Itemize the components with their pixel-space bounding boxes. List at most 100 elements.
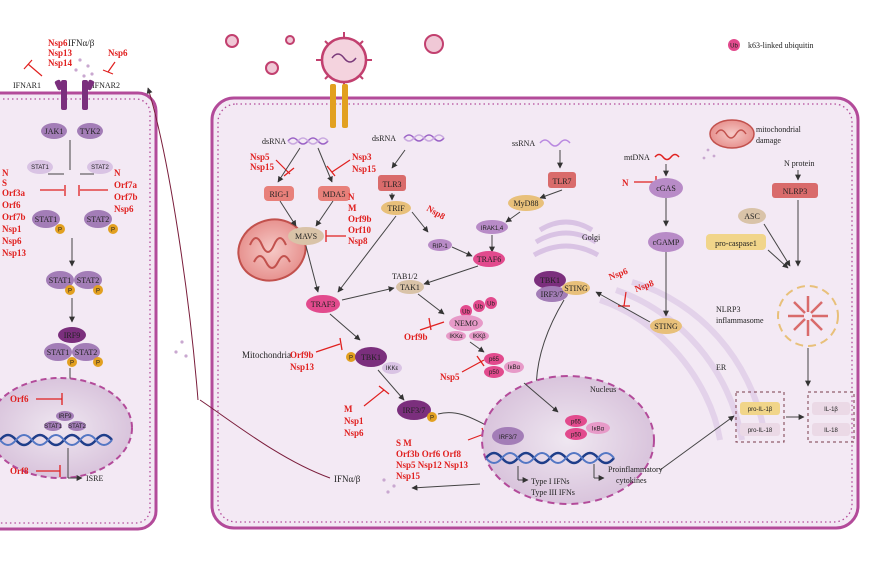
inhib-left-2: S: [2, 178, 7, 188]
nlrp3-module: N protein NLRP3 ASC pro-caspase1 NLRP3 i…: [706, 159, 839, 387]
inhib-irf-2: Nsp1: [344, 416, 364, 426]
p-c2: P: [96, 289, 100, 295]
sting-golgi: STING: [564, 284, 588, 293]
rip1-label: RIP-1: [432, 244, 448, 250]
n-protein-label: N protein: [784, 159, 814, 168]
inflammasome-1: NLRP3: [716, 305, 740, 314]
inhib-top-1: Nsp6: [48, 38, 68, 48]
ub-2: Ub: [475, 305, 483, 311]
inhib-rig-2: Nsp15: [250, 162, 275, 172]
myd88-label: MyD88: [514, 199, 539, 208]
p50-nuc: p50: [571, 433, 582, 439]
nsp5-p65: Nsp5: [440, 372, 460, 382]
inhib-left-1: N: [2, 168, 9, 178]
tlr3-label: TLR3: [382, 180, 401, 189]
ub-legend-glyph: Ub: [730, 44, 738, 50]
ikke-label: IKKε: [386, 366, 399, 372]
inhib-left-7: Nsp6: [2, 236, 22, 246]
il-cytokines: pro-IL-1β pro-IL-18 IL-1β IL-18: [659, 391, 855, 471]
n-cgas: N: [622, 178, 629, 188]
stat1-c: STAT1: [49, 276, 71, 285]
ifnar-receptor-icon: [54, 79, 95, 110]
p-c1: P: [68, 289, 72, 295]
p65-label: p65: [489, 357, 500, 363]
er-label: ER: [716, 363, 727, 372]
proinflam-1: Proinflammatory: [608, 465, 663, 474]
inhib-mda5-1: Nsp3: [352, 152, 372, 162]
right-cell: [210, 96, 860, 530]
tbk1-module: Orf9b Nsp13 P TBK1 IKKε M Nsp1 Nsp6 IRF3…: [174, 313, 497, 494]
legend-label: k63-linked ubiquitin: [748, 41, 814, 50]
inhib-ifnar2: Nsp6: [108, 48, 128, 58]
orf9b-nemo: Orf9b: [404, 332, 428, 342]
ifn-out-label: IFNα/β: [334, 474, 361, 484]
p-d1: P: [70, 361, 74, 367]
stat2-n: STAT2: [68, 424, 86, 430]
rig-i-label: RIG-I: [269, 190, 288, 199]
ikba-label: IκBα: [508, 365, 521, 371]
inhib-left-3: Orf3a: [2, 188, 25, 198]
ub-1: Ub: [462, 310, 470, 316]
nucleus-label: Nucleus: [590, 385, 616, 394]
mitochondria-label: Mitochondria: [242, 350, 291, 360]
inhib-right-1: N: [114, 168, 121, 178]
irf37-golgi: IRF3/7: [541, 290, 564, 299]
p-tbk1: P: [349, 356, 353, 362]
inhib-mavs-2: M: [348, 203, 357, 213]
ikkb-label: IKKβ: [472, 334, 486, 340]
p50-label: p50: [489, 370, 500, 376]
traf6-label: TRAF6: [477, 255, 501, 264]
il18: IL-18: [824, 428, 838, 434]
right-nucleus: Nucleus IRF3/7 p65 p50 IκBα Type I IFNs …: [411, 375, 663, 505]
mito-damage-2: damage: [756, 136, 781, 145]
ifnar2-label: IFNAR2: [92, 81, 120, 90]
inhib-left-4: Orf6: [2, 200, 21, 210]
stat1-b: STAT1: [35, 215, 57, 224]
stat1-n: STAT1: [44, 424, 62, 430]
trif-label: TRIF: [387, 204, 405, 213]
inhib-top-3: Nsp14: [48, 58, 73, 68]
nlrp3-label: NLRP3: [783, 187, 807, 196]
entry-receptor: [330, 84, 348, 128]
inflammasome-2: inflammasome: [716, 316, 764, 325]
mitochondrion: MAVS N M Orf9b Orf10 Nsp8 Mitochondria: [237, 192, 397, 360]
type-ifn-2: Type III IFNs: [531, 488, 575, 497]
irf37-nuc: IRF3/7: [499, 435, 518, 441]
type-ifn-1: Type I IFNs: [531, 477, 570, 486]
asc-label: ASC: [744, 212, 760, 221]
tyk2-label: TYK2: [80, 127, 100, 136]
stat2-c: STAT2: [77, 276, 99, 285]
virus-icon-main: [316, 32, 372, 88]
ikka-label: IKKα: [449, 334, 463, 340]
virus-particles: [225, 32, 444, 88]
sting-label: STING: [654, 322, 678, 331]
cgamp-label: cGAMP: [653, 238, 680, 247]
inhib-mavs-1: N: [348, 192, 355, 202]
left-receptor: Nsp6 Nsp13 Nsp14 IFNα/β Nsp6 IFNAR1 IFNA…: [13, 38, 128, 139]
tbk1-golgi: TBK1: [540, 276, 560, 285]
ssrna-label: ssRNA: [512, 139, 535, 148]
ub-3: Ub: [487, 302, 495, 308]
p-b1: P: [58, 228, 62, 234]
inhib-mavs-5: Nsp8: [348, 236, 368, 246]
inhib-right-4: Nsp6: [114, 204, 134, 214]
stat1-d: STAT1: [47, 348, 69, 357]
traf3-label: TRAF3: [311, 300, 335, 309]
virus-icon-2: [265, 61, 279, 75]
stat2-a: STAT2: [91, 165, 109, 171]
inflammasome-icon: [777, 285, 839, 347]
inhib-tbk1-2: Nsp13: [290, 362, 315, 372]
inhib-left-6: Nsp1: [2, 224, 22, 234]
jak1-label: JAK1: [45, 127, 64, 136]
inhib-irf-nuc-3: Nsp5 Nsp12 Nsp13: [396, 460, 469, 470]
inhib-tbk1-1: Orf9b: [290, 350, 314, 360]
inhib-top-2: Nsp13: [48, 48, 73, 58]
ikba-nuc: IκBα: [592, 427, 605, 433]
p-irf: P: [430, 416, 434, 422]
inhib-irf-nuc-1: S M: [396, 438, 412, 448]
cgas-label: cGAS: [656, 184, 676, 193]
irf9-n: IRF9: [58, 414, 72, 420]
tak1-label: TAK1: [400, 283, 420, 292]
inhib-irf-nuc-2: Orf3b Orf6 Orf8: [396, 449, 461, 459]
left-nucleus: Orf6 IRF9 STAT1 STAT2 Orf8 ISRE: [0, 377, 133, 483]
